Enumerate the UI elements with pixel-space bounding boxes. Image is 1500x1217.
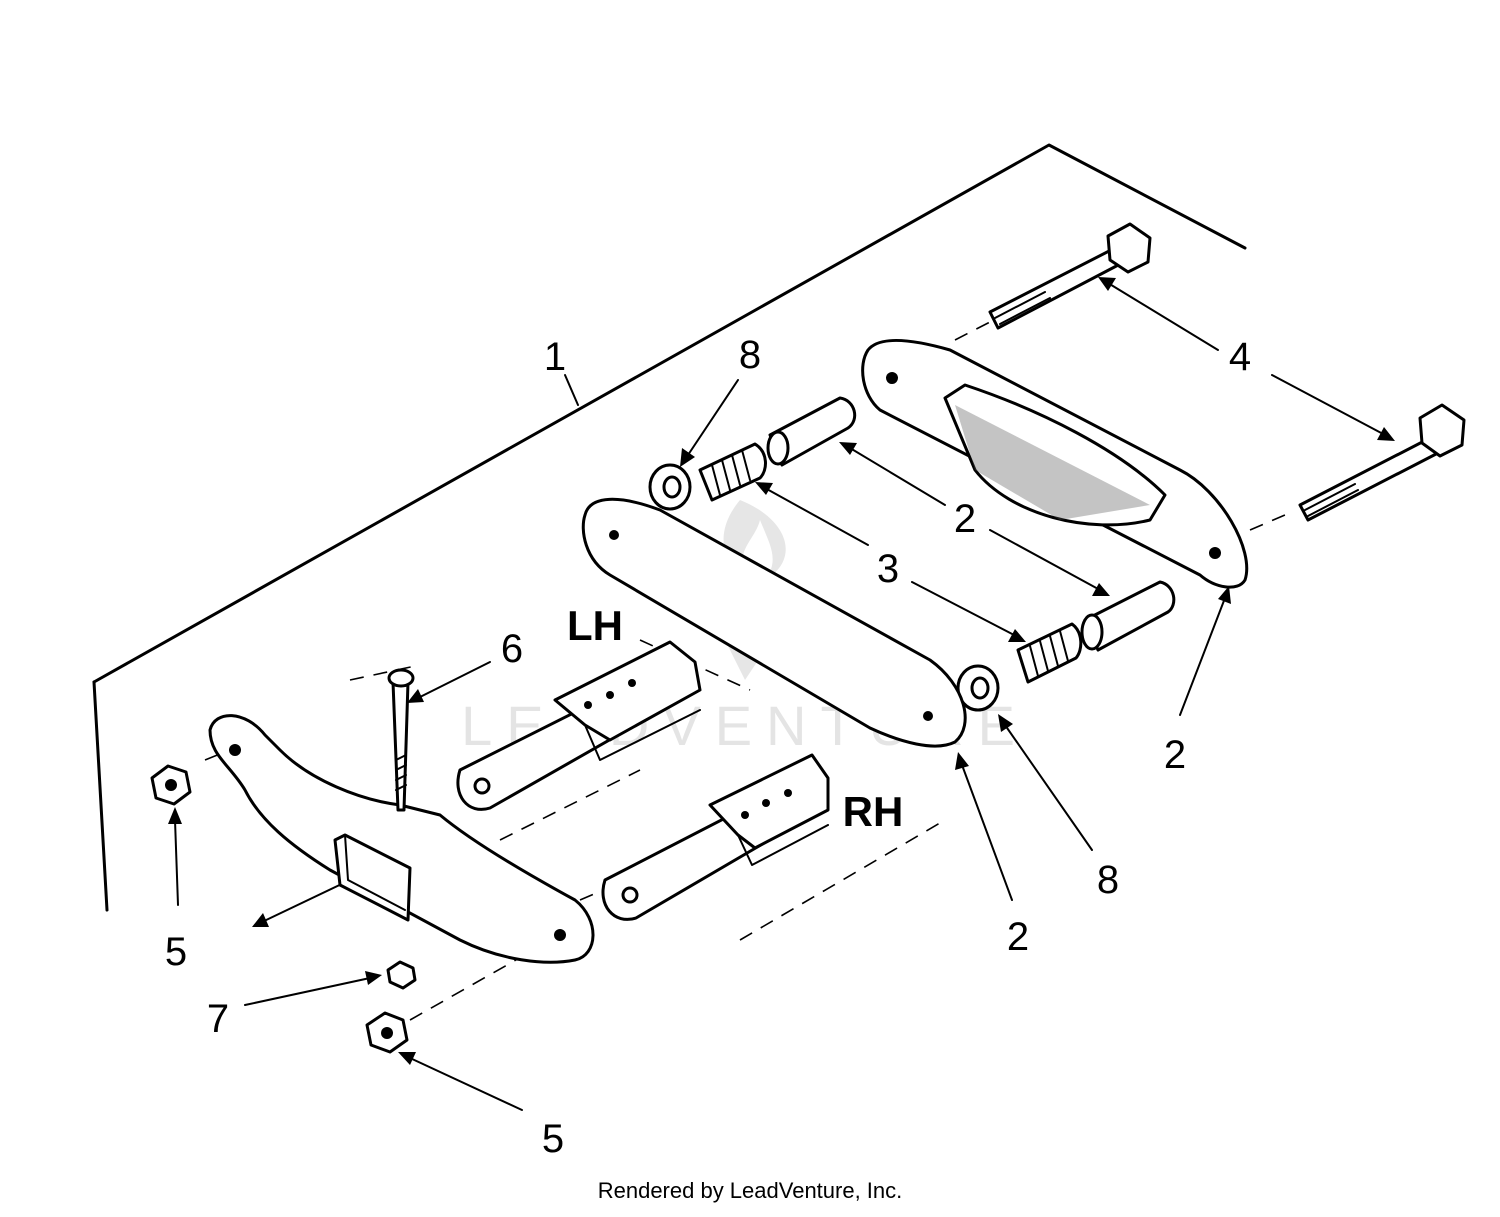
bracket-rh: [601, 753, 830, 921]
spring-upper: [698, 442, 767, 502]
callout-5-left: 5: [165, 930, 187, 974]
callout-7: 7: [207, 997, 229, 1041]
nut-left: [150, 764, 192, 806]
callout-6: 6: [501, 627, 523, 671]
pin: [387, 668, 415, 812]
footer-credit: Rendered by LeadVenture, Inc.: [597, 1178, 903, 1203]
callout-5-bottom: 5: [542, 1117, 564, 1161]
callout-2-lower: 2: [1007, 915, 1029, 959]
rear-plate: [861, 339, 1249, 589]
callout-8-lower: 8: [1097, 858, 1119, 902]
label-rh: RH: [843, 788, 904, 835]
callout-3: 3: [877, 547, 899, 591]
callout-2-right: 2: [1164, 733, 1186, 777]
callout-2-middle: 2: [954, 497, 976, 541]
bracket-lh: [456, 640, 702, 811]
bolt-upper: [988, 222, 1152, 330]
callout-1: 1: [544, 335, 566, 379]
label-lh: LH: [567, 602, 623, 649]
assembly-outline: [92, 143, 1247, 912]
bolt-lower: [1298, 403, 1466, 522]
nut-bottom: [365, 1011, 409, 1054]
front-plate: [581, 497, 967, 748]
spacer-upper: [766, 396, 857, 467]
callout-4: 4: [1229, 335, 1251, 379]
callouts: 1 8 4 2 3 6 2 8 2 5 7 5: [165, 333, 1251, 1161]
callout-8-upper: 8: [739, 333, 761, 377]
hitch-arm: [208, 714, 595, 964]
spring-lower: [1016, 622, 1083, 684]
washer-upper: [648, 463, 692, 511]
nut-small: [386, 960, 417, 990]
leader-lines: [168, 277, 1395, 1111]
spacer-lower: [1080, 580, 1176, 652]
